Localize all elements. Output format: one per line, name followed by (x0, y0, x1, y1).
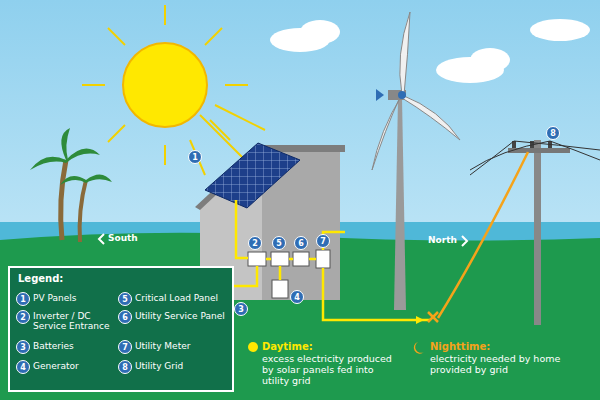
callout-number: 8 (546, 126, 560, 140)
night-moon (414, 342, 424, 354)
sun-rays (82, 5, 265, 175)
legend-text: PV Panels (33, 293, 117, 303)
callout-number: 2 (248, 236, 262, 250)
legend-number: 8 (118, 360, 132, 374)
meter-cross (428, 312, 438, 322)
callout-number: 1 (188, 150, 202, 164)
night-heading: Nighttime: (430, 341, 490, 353)
north-chevron (462, 236, 467, 246)
legend-text: Generator (33, 361, 117, 371)
arrow-head (416, 316, 424, 324)
legend-number: 5 (118, 292, 132, 306)
direction-label: North (428, 235, 457, 245)
direction-label: South (108, 233, 138, 243)
legend-text: Inverter / DC Service Entrance (33, 311, 117, 332)
legend-text: Utility Grid (135, 361, 227, 371)
night-note: electricity needed by home provided by g… (430, 354, 580, 376)
wind-turbine (372, 12, 460, 310)
callout-number: 3 (234, 302, 248, 316)
callout-number: 7 (316, 234, 330, 248)
legend-number: 6 (118, 310, 132, 324)
legend-number: 4 (16, 360, 30, 374)
utility-pole (470, 140, 600, 325)
legend-title: Legend: (18, 273, 63, 285)
south-chevron (99, 234, 104, 244)
callout-number: 5 (272, 236, 286, 250)
day-dot (248, 342, 258, 352)
legend-number: 3 (16, 340, 30, 354)
palm-trees (30, 128, 112, 242)
clouds (270, 19, 590, 83)
ground (0, 233, 600, 400)
callout-number: 4 (290, 290, 304, 304)
pv-panels (205, 143, 300, 208)
legend-text: Utility Service Panel (135, 311, 227, 321)
legend-text: Batteries (33, 341, 117, 351)
legend-text: Critical Load Panel (135, 293, 227, 303)
legend-box: Legend: 1PV Panels2Inverter / DC Service … (8, 266, 234, 392)
day-note: excess electricity produced by solar pan… (262, 354, 402, 387)
day-heading: Daytime: (262, 341, 313, 353)
legend-text: Utility Meter (135, 341, 227, 351)
legend-number: 7 (118, 340, 132, 354)
legend-number: 1 (16, 292, 30, 306)
callout-number: 6 (294, 236, 308, 250)
legend-number: 2 (16, 310, 30, 324)
sun (123, 43, 207, 127)
